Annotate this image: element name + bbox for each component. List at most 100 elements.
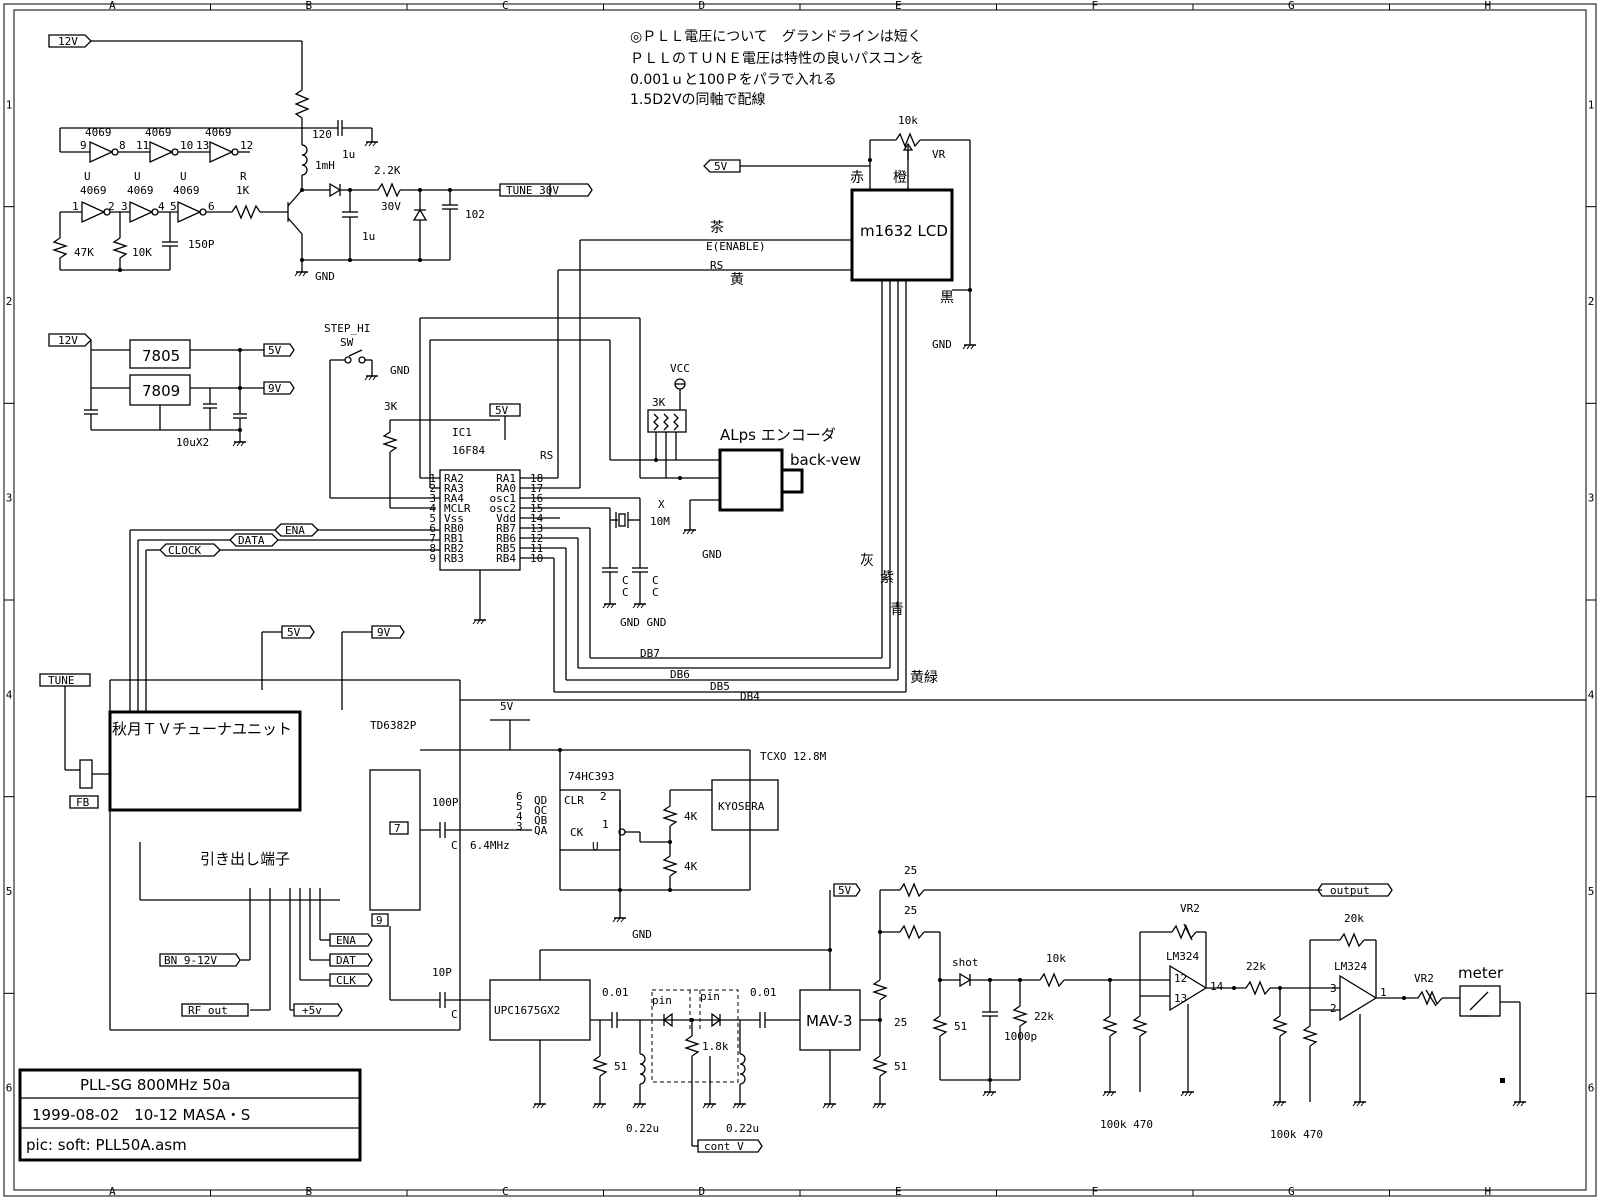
- reference-section: 5V TCXO 12.8M KYOSERA 74HC393 QD QC QB Q…: [460, 699, 1586, 941]
- port-12v-reg-label: 12V: [58, 334, 78, 347]
- kyosera-label: KYOSERA: [718, 800, 765, 813]
- pic-pin-num-8: 8: [429, 542, 436, 555]
- vr2b-label: VR2: [1414, 972, 1434, 985]
- port-9v-reg: [263, 381, 295, 395]
- pic-pin-name-osc2: osc2: [490, 502, 517, 515]
- gnd-lcd-label: GND: [932, 338, 952, 351]
- soft-text: pic: soft: PLL50A.asm: [26, 1136, 187, 1154]
- border-col-f: F: [1091, 0, 1098, 12]
- hc393-label: 74HC393: [568, 770, 614, 783]
- pic-pin-name-rb1: RB1: [444, 532, 464, 545]
- meter-label: meter: [1458, 964, 1504, 982]
- r4k-a-label: 4K: [684, 810, 698, 823]
- port-12v-reg: [48, 333, 92, 347]
- c-a-label: C: [451, 839, 458, 852]
- d30v-label: 30V: [381, 200, 401, 213]
- db6-label: DB6: [670, 668, 690, 681]
- vr-label: VR: [932, 148, 946, 161]
- port-data-label: DATA: [238, 534, 265, 547]
- p9b-label: 9: [376, 914, 383, 927]
- port-5v-reg-label: 5V: [268, 344, 282, 357]
- port-5v-lcd: [703, 159, 741, 173]
- inv1-label: 4069: [85, 126, 112, 139]
- border-row-5: 5: [1588, 885, 1595, 898]
- pin2-label: 2: [108, 200, 115, 213]
- r1k8-label: 1.8k: [702, 1040, 729, 1053]
- border-col-g: G: [1288, 1185, 1295, 1198]
- port-tune-label: TUNE: [48, 674, 75, 687]
- port-5v-lcd-label: 5V: [714, 160, 728, 173]
- pin10-label: 10: [180, 139, 193, 152]
- port-contv: [697, 1139, 763, 1153]
- r10k-label: 10K: [132, 246, 152, 259]
- encoder-label: ALps エンコーダ: [720, 426, 836, 444]
- reg-7805: [129, 339, 191, 369]
- port-5v-mav-label: 5V: [838, 884, 852, 897]
- n1-label: 1: [602, 818, 609, 831]
- pin2-label: pin: [700, 990, 720, 1003]
- u3-label: U: [180, 170, 187, 183]
- wire-gray-label: 灰: [860, 553, 874, 569]
- gnd-tcxo-label: GND: [632, 928, 652, 941]
- pic-pin-name-rb7: RB7: [496, 522, 516, 535]
- border-row-2: 2: [1588, 295, 1595, 308]
- ck-label: CK: [570, 826, 584, 839]
- wire-yellow-label: 黄: [730, 271, 744, 288]
- border-row-6: 6: [6, 1082, 13, 1095]
- border-col-f: F: [1091, 1185, 1098, 1198]
- x10m-label: 10M: [650, 515, 670, 528]
- alps-encoder: [718, 448, 784, 512]
- port-dat: [329, 953, 373, 967]
- border-col-h: H: [1484, 1185, 1491, 1198]
- r22k-a-label: 22k: [1034, 1010, 1054, 1023]
- wire-ygreen-label: 黄緑: [910, 669, 938, 686]
- port-rfout-label: RF out: [188, 1004, 228, 1017]
- backview-label: back-vew: [790, 451, 861, 469]
- tuner-section: 5V 9V TUNE FB 秋月ＴＶチューナユニット TD6382P 引き出し端…: [39, 625, 750, 1031]
- pin9-label: 9: [80, 139, 87, 152]
- border-row-4: 4: [1588, 688, 1595, 701]
- c102-label: 102: [465, 208, 485, 221]
- c001b-label: 0.01: [750, 986, 777, 999]
- r51a-label: 51: [614, 1060, 627, 1073]
- r51c-label: 51: [954, 1020, 967, 1033]
- l022b-label: 0.22u: [726, 1122, 759, 1135]
- r100k470a-label: 100k 470: [1100, 1118, 1153, 1131]
- pic-pin-name-rb2: RB2: [444, 542, 464, 555]
- note-line-1: ◎ＰＬＬ電圧について グランドラインは短く: [630, 29, 922, 45]
- port-p5v-label: +5v: [302, 1004, 322, 1017]
- regulator-section: 12V 7805 7809 5V 9V 10uX2: [48, 333, 295, 449]
- inv3-label: 4069: [205, 126, 232, 139]
- c1u-a-label: 1u: [342, 148, 355, 161]
- gnd-enc-label: GND: [702, 548, 722, 561]
- c100p-label: 100P: [432, 796, 459, 809]
- border-row-5: 5: [6, 885, 13, 898]
- r1k-label: 1K: [236, 184, 250, 197]
- title-text: PLL-SG 800MHz 50a: [80, 1076, 231, 1094]
- gnd-sw-label: GND: [390, 364, 410, 377]
- tuner-label: 秋月ＴＶチューナユニット: [112, 720, 292, 738]
- n6-label: 6: [516, 790, 523, 803]
- border-row-4: 4: [6, 688, 13, 701]
- pin6-label: 6: [208, 200, 215, 213]
- note-line-2: ＰＬＬのＴＵＮＥ電圧は特性の良いパスコンを: [630, 51, 924, 67]
- l1mh-label: 1mH: [315, 159, 335, 172]
- rf-chain-section: UPC1675GX2 0.01 51 pin pin 0.22u 0.22u: [489, 864, 1527, 1153]
- upc-label: UPC1675GX2: [494, 1004, 560, 1017]
- r10k-b-label: 10k: [1046, 952, 1066, 965]
- border-col-a: A: [109, 0, 116, 12]
- r4k-b-label: 4K: [684, 860, 698, 873]
- pic-pin-num-7: 7: [429, 532, 436, 545]
- r100k470b-label: 100k 470: [1270, 1128, 1323, 1141]
- ic1-label: IC1: [452, 426, 472, 439]
- lcd-label: m1632 LCD: [860, 222, 948, 240]
- o12-label: 12: [1174, 972, 1187, 985]
- kyosera-tcxo: [711, 779, 779, 831]
- td6382p-chip: [369, 769, 421, 911]
- port-clock-label: CLOCK: [168, 544, 201, 557]
- port-bn-label: BN 9-12V: [164, 954, 217, 967]
- step-label: STEP_HI: [324, 322, 370, 335]
- pic-pin-name-mclr: MCLR: [444, 502, 471, 515]
- reg7805-label: 7805: [142, 347, 180, 365]
- reg7809-label: 7809: [142, 382, 180, 400]
